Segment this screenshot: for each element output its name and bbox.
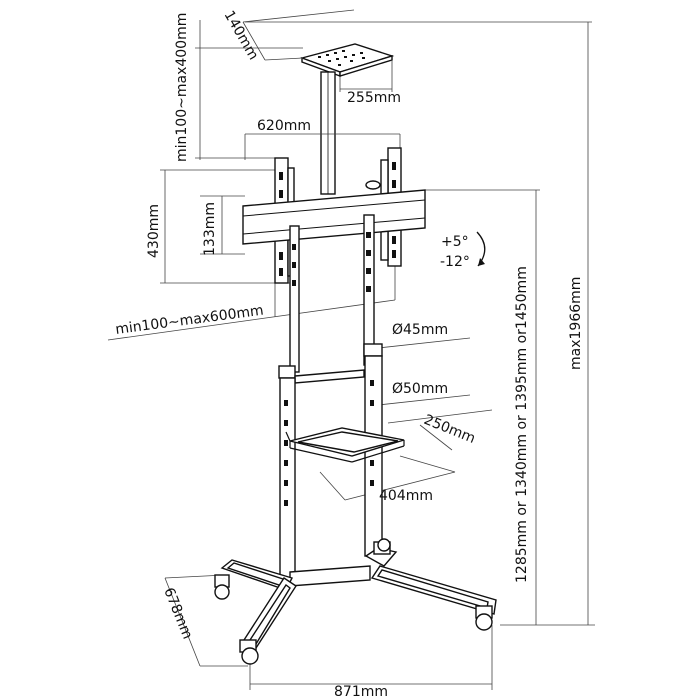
dim-shelf-width: 404mm: [379, 488, 433, 504]
caster: [239, 639, 259, 665]
dim-base-depth: 678mm: [160, 586, 195, 642]
collars: [278, 343, 383, 379]
dim-plate-depth: 140mm: [221, 8, 262, 63]
dimension-lines: [107, 9, 595, 690]
dim-max-height: max1966mm: [568, 277, 584, 370]
vesa-bracket: [242, 147, 426, 284]
lower-poles: [279, 355, 383, 579]
caster: [475, 605, 493, 631]
dim-vesa-height: 430mm: [146, 204, 162, 258]
cross-brace: [294, 369, 365, 384]
caster: [373, 538, 391, 555]
dim-vesa-width: 620mm: [257, 118, 311, 134]
camera-post: [320, 71, 336, 195]
camera-plate: [299, 43, 395, 78]
base: [214, 538, 497, 665]
dim-pole-lower: Ø50mm: [392, 381, 448, 397]
dim-pole-upper: Ø45mm: [392, 322, 448, 338]
dim-shelf-depth: 250mm: [422, 412, 478, 447]
dim-tilt-down: -12°: [440, 254, 470, 270]
dim-tilt-up: +5°: [441, 234, 469, 250]
caster: [214, 574, 230, 600]
dim-bracket-height: 133mm: [202, 202, 218, 256]
dim-base-width: 871mm: [334, 684, 388, 700]
shelf: [285, 427, 405, 463]
dim-mount-heights: 1285mm or 1340mm or 1395mm or1450mm: [514, 266, 530, 583]
dim-plate-width: 255mm: [347, 90, 401, 106]
dim-vesa-range: min100~max600mm: [114, 303, 264, 338]
dim-camera-height: min100~max400mm: [174, 13, 190, 162]
